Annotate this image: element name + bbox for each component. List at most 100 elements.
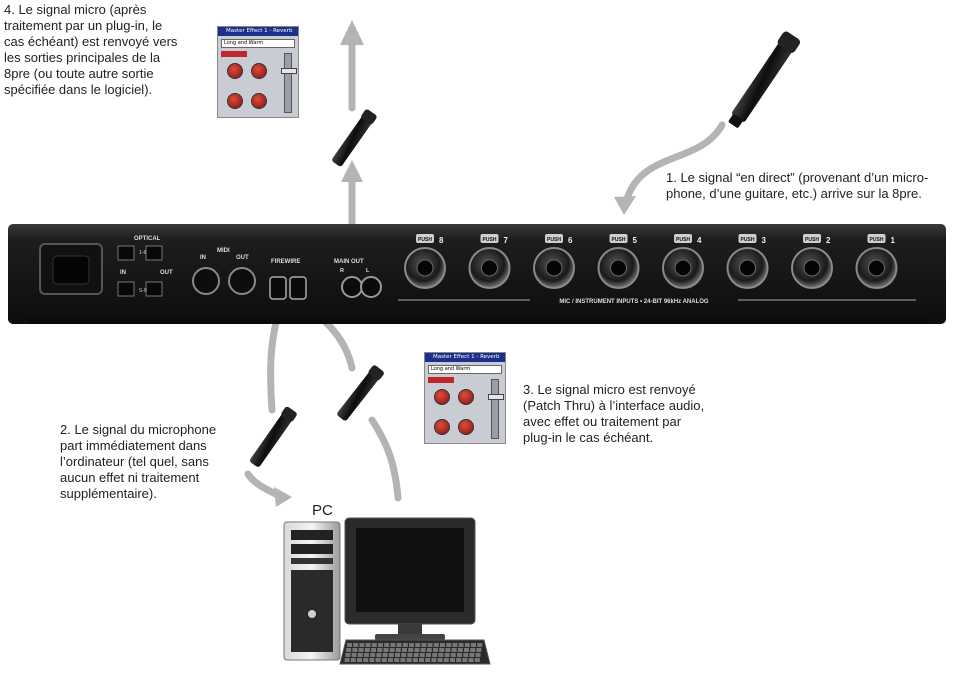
knob-icon — [458, 419, 474, 435]
keyboard-key — [412, 658, 418, 662]
panel-shadow — [28, 318, 928, 324]
arrowhead-step1 — [614, 196, 636, 215]
keyboard-key — [413, 653, 419, 657]
push-tab — [545, 234, 563, 243]
keyboard-key — [444, 653, 450, 657]
keyboard-key — [450, 658, 455, 662]
inputs-label: MIC / INSTRUMENT INPUTS • 24-BIT 96kHz A… — [559, 299, 709, 305]
keyboard-key — [378, 643, 383, 647]
keyboard-key — [475, 653, 481, 657]
main-out-r-label: R — [340, 268, 344, 274]
keyboard-key — [476, 648, 482, 652]
knob-icon — [227, 63, 243, 79]
mic-grille — [777, 31, 801, 53]
keyboard-key — [353, 643, 359, 647]
combo-jack-center — [868, 259, 885, 277]
knob-icon — [227, 93, 243, 109]
plugin-brand-badge — [221, 51, 247, 57]
optical-in-top — [117, 245, 135, 261]
plugin-preset-field: Long and Warm — [221, 39, 295, 48]
keyboard-key — [384, 643, 390, 647]
keyboard-key — [402, 643, 408, 647]
keyboard-key — [414, 648, 420, 652]
push-tab — [674, 234, 692, 243]
firewire-port-1 — [269, 276, 287, 300]
input-number-label: 2 — [826, 236, 831, 245]
push-label: PUSH — [676, 237, 690, 243]
plugin-brand-badge — [428, 377, 454, 383]
plugin-knobs — [431, 387, 481, 447]
caption-step4: 4. Le signal micro (après traitement par… — [4, 2, 178, 97]
keyboard-key — [400, 658, 406, 662]
midi-out-port — [228, 267, 256, 295]
keyboard-key — [463, 653, 469, 657]
keyboard-key — [456, 658, 462, 662]
keyboard-key — [359, 643, 365, 647]
keyboard-key — [419, 653, 425, 657]
combo-jack-center — [610, 259, 627, 277]
keyboard-key — [420, 648, 426, 652]
keyboard-key — [381, 658, 387, 662]
push-label: PUSH — [612, 237, 626, 243]
keyboard-key — [389, 648, 395, 652]
keyboard-key — [395, 653, 400, 657]
main-out-l-label: L — [366, 268, 370, 274]
keyboard-key — [425, 658, 431, 662]
plugin-fader — [488, 379, 504, 439]
keyboard-key — [446, 643, 452, 647]
keyboard-key — [451, 648, 457, 652]
mic-body — [250, 413, 292, 467]
push-label: PUSH — [870, 237, 884, 243]
pc-tower-drive-bay-2 — [291, 544, 333, 554]
keyboard-key — [433, 648, 438, 652]
keyboard-key — [438, 653, 444, 657]
main-out-label: MAIN OUT — [334, 259, 364, 265]
keyboard-key — [427, 643, 433, 647]
keyboard-key — [462, 658, 468, 662]
push-label: PUSH — [741, 237, 755, 243]
arrowhead-top — [340, 20, 364, 45]
keyboard-key — [371, 643, 377, 647]
main-out-l-jack — [360, 276, 382, 298]
plugin-fader — [281, 53, 297, 113]
mic-tail — [728, 114, 743, 128]
keyboard-key — [439, 648, 445, 652]
push-tab — [609, 234, 628, 243]
firewire-port-2 — [289, 276, 307, 300]
input-number-label: 4 — [697, 236, 702, 245]
push-label: PUSH — [418, 237, 432, 243]
push-tab — [867, 234, 886, 243]
keyboard-key — [452, 643, 458, 647]
main-out-r-jack — [341, 276, 363, 298]
optical-in-label: IN — [120, 270, 126, 276]
caption-step1: 1. Le signal “en direct” (provenant d’un… — [666, 170, 929, 201]
push-tab — [738, 234, 757, 243]
keyboard-key — [474, 658, 480, 662]
input-number-label: 8 — [439, 236, 444, 245]
push-label: PUSH — [547, 237, 561, 243]
keyboard-key — [358, 648, 364, 652]
keyboard-key — [468, 658, 474, 662]
keyboard-key — [419, 658, 424, 662]
device-8pre-rear-panel: OPTICAL IN OUT 1-8 S-8 MIDI IN OUT FIREW… — [8, 224, 946, 324]
microphone-step3 — [337, 365, 384, 421]
keyboard-key — [346, 648, 352, 652]
combo-jack-center — [803, 259, 821, 277]
keyboard-key — [369, 658, 375, 662]
keyboard-key — [376, 653, 382, 657]
mic-grille — [368, 365, 384, 381]
microphone-step2 — [250, 406, 297, 467]
plugin-preset-field: Long and Warm — [428, 365, 502, 374]
pc-tower-drive-bay — [291, 530, 333, 540]
keyboard-key — [470, 648, 476, 652]
computer-pc — [283, 517, 491, 665]
knob-icon — [251, 63, 267, 79]
mic-body — [731, 42, 793, 122]
keyboard-key — [433, 643, 439, 647]
plugin-knobs — [224, 61, 274, 121]
